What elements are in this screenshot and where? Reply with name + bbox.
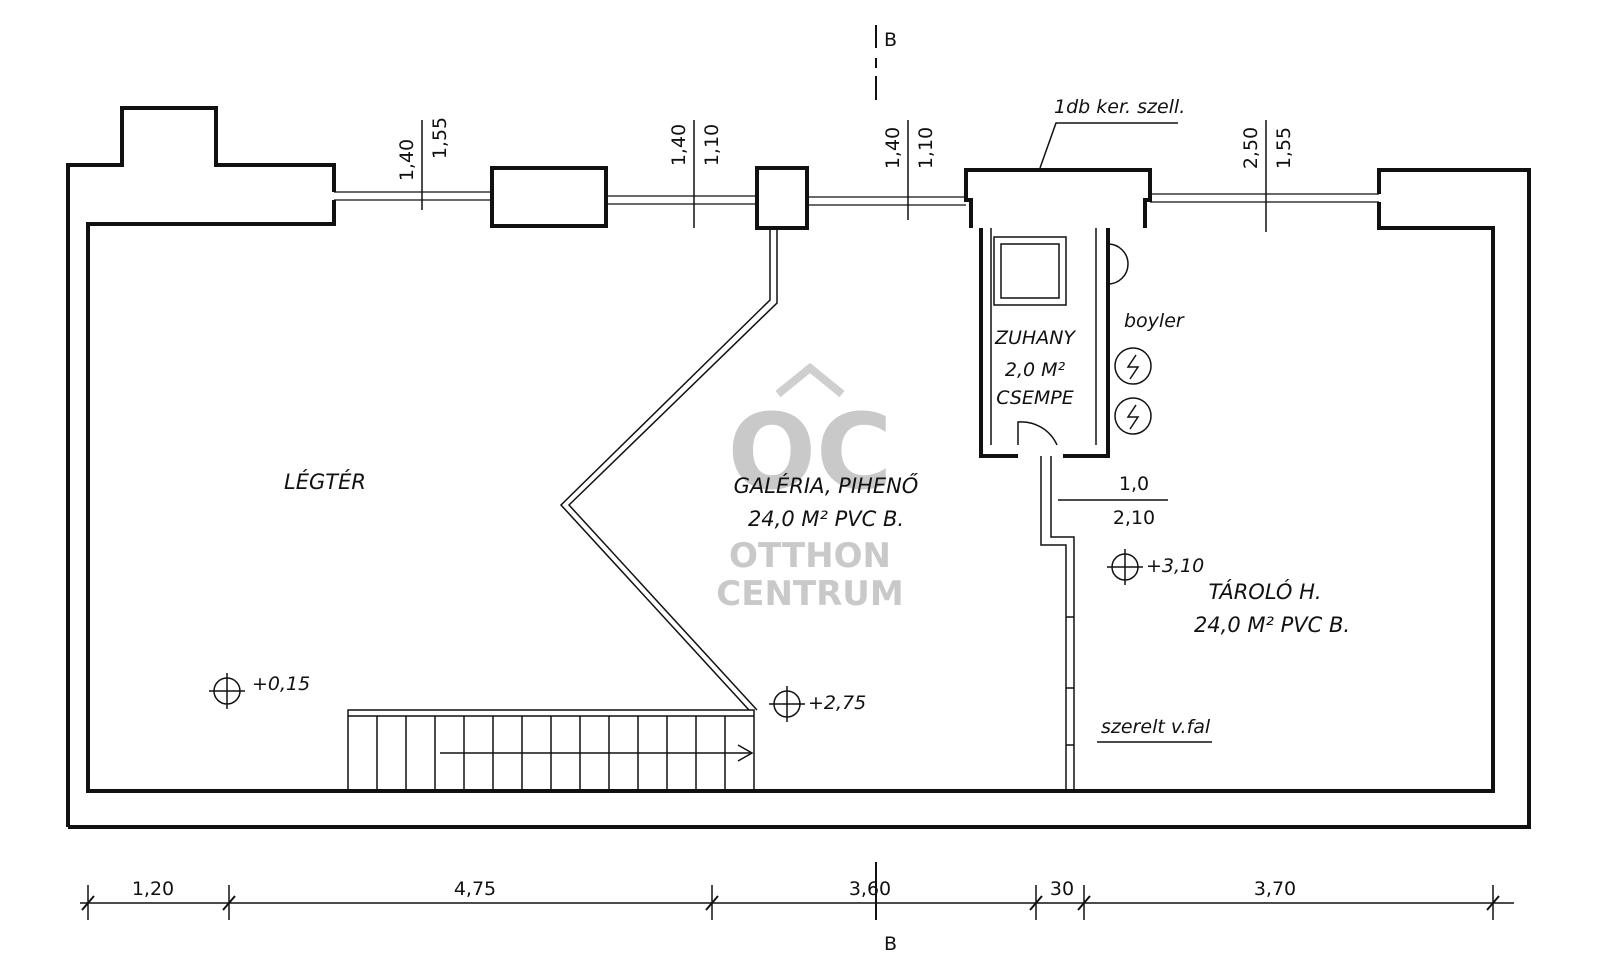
window-1-width: 1,40: [396, 139, 418, 181]
watermark-line1: OTTHON: [729, 536, 891, 576]
door-height: 2,10: [1113, 507, 1155, 529]
watermark-roof-icon: [775, 362, 845, 398]
zuhany-name: ZUHANY: [994, 327, 1076, 349]
outer-walls: [66, 106, 1531, 829]
window-3-width: 1,40: [882, 127, 904, 169]
window-1-height: 1,55: [429, 117, 451, 159]
galeria-name: GALÉRIA, PIHENŐ: [734, 473, 919, 498]
section-mark-bottom: B: [884, 933, 897, 955]
stair-arrow-icon: [737, 744, 754, 762]
zuhany-area: 2,0 M²: [1005, 359, 1066, 381]
boiler-icon: [1107, 243, 1129, 285]
window-labels: 1,40 1,55 1,40 1,10 1,40 1,10 2,50 1,55: [396, 117, 1295, 232]
watermark-logo: OC: [728, 391, 893, 513]
legter-name: LÉGTÉR: [284, 469, 366, 494]
window-4-width: 2,50: [1240, 127, 1262, 169]
stair-railing: [559, 228, 778, 711]
level-1: +0,15: [252, 673, 310, 695]
level-3: +3,10: [1146, 555, 1204, 577]
dimension-tick-slash: [1077, 895, 1091, 911]
shower-room: ZUHANY 2,0 M² CSEMPE: [979, 228, 1129, 458]
level-marks: +0,15 +2,75 +3,10: [209, 549, 1204, 722]
ventilation-annotation: 1db ker. szell.: [1039, 96, 1185, 169]
door-width: 1,0: [1119, 473, 1149, 495]
dimension-tick-slash: [222, 895, 236, 911]
level-2: +2,75: [808, 692, 866, 714]
window-2-height: 1,10: [701, 124, 723, 166]
section-line: B B: [875, 25, 897, 955]
dimension-1: 1,20: [132, 878, 174, 900]
dimension-tick-slash: [1486, 895, 1500, 911]
boiler-label: boyler: [1124, 310, 1185, 332]
door-dimension: 1,0 2,10: [1058, 473, 1168, 529]
staircase: [347, 709, 755, 792]
dimension-tick-slash: [705, 895, 719, 911]
electric-outlet-icon: [1114, 347, 1152, 385]
partition-wall: szerelt v.fal: [1040, 456, 1212, 791]
dimension-tick-slash: [1029, 895, 1043, 911]
dimension-5: 3,70: [1254, 878, 1296, 900]
dimension-2: 4,75: [454, 878, 496, 900]
tarolo-area: 24,0 M² PVC B.: [1194, 613, 1350, 637]
level-mark-icon: [209, 673, 245, 709]
dimension-3: 3,60: [849, 878, 891, 900]
window-4-height: 1,55: [1273, 127, 1295, 169]
partition-label: szerelt v.fal: [1101, 716, 1211, 738]
level-mark-icon: [769, 686, 805, 722]
level-mark-icon: [1107, 549, 1143, 585]
watermark: OC OTTHON CENTRUM: [716, 362, 904, 614]
window-2-width: 1,40: [668, 124, 690, 166]
electric-outlet-icon: [1114, 397, 1152, 435]
dimension-4: 30: [1050, 878, 1074, 900]
zuhany-floor: CSEMPE: [996, 387, 1074, 409]
dimension-tick-slash: [81, 895, 95, 911]
dimension-chain: 1,20 4,75 3,60 30 3,70: [80, 878, 1514, 920]
shower-door-swing: [1017, 421, 1058, 446]
ventilation-label: 1db ker. szell.: [1054, 96, 1185, 118]
shower-tray: [993, 236, 1067, 306]
window-3-height: 1,10: [915, 127, 937, 169]
watermark-line2: CENTRUM: [716, 574, 903, 614]
galeria-area: 24,0 M² PVC B.: [748, 507, 904, 531]
section-mark-top: B: [884, 29, 897, 51]
room-labels: LÉGTÉR GALÉRIA, PIHENŐ 24,0 M² PVC B. TÁ…: [284, 469, 1350, 637]
tarolo-name: TÁROLÓ H.: [1208, 579, 1321, 604]
boiler-annotation: boyler: [1114, 310, 1185, 435]
